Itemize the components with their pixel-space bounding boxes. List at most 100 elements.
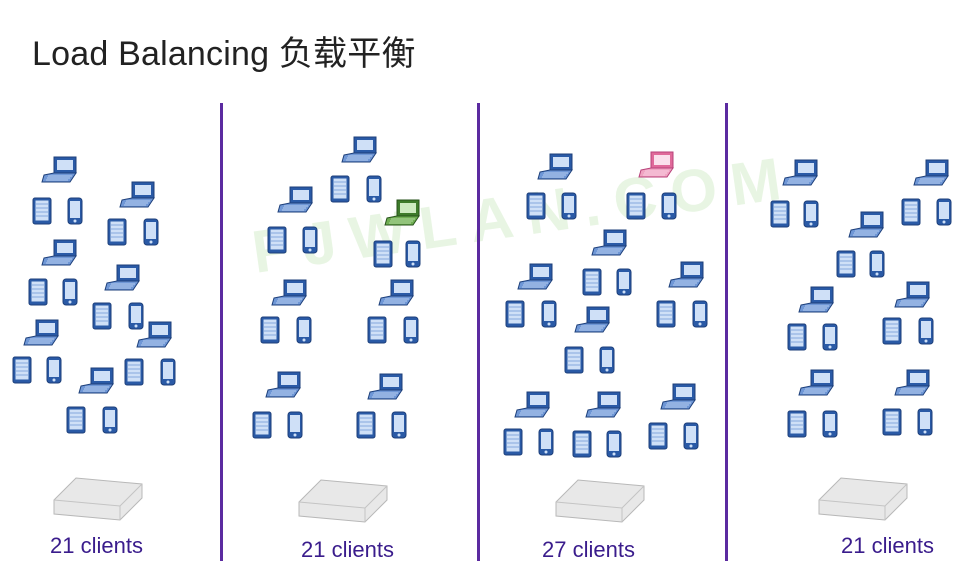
client-count-label: 21 clients xyxy=(301,537,394,562)
tablet-icon xyxy=(526,192,546,225)
phone-icon xyxy=(405,240,421,273)
laptop-icon xyxy=(912,158,954,193)
tablet-icon xyxy=(882,317,902,350)
tablet-icon xyxy=(503,428,523,461)
panel-2: 21 clients xyxy=(223,100,477,585)
laptop-icon xyxy=(40,238,82,273)
panel-1: 21 clients xyxy=(0,100,220,585)
phone-icon xyxy=(936,198,952,231)
phone-icon xyxy=(143,218,159,251)
tablet-icon xyxy=(124,358,144,391)
phone-icon xyxy=(391,411,407,444)
laptop-icon xyxy=(22,318,64,353)
phone-icon xyxy=(296,316,312,349)
laptop-icon xyxy=(377,278,419,313)
access-point-icon xyxy=(550,472,650,532)
tablet-icon xyxy=(836,250,856,283)
phone-icon xyxy=(287,411,303,444)
tablet-icon xyxy=(787,323,807,356)
phone-icon xyxy=(541,300,557,333)
phone-icon xyxy=(606,430,622,463)
tablet-icon xyxy=(267,226,287,259)
phone-icon xyxy=(538,428,554,461)
laptop-icon xyxy=(797,368,839,403)
phone-icon xyxy=(616,268,632,301)
phone-icon xyxy=(803,200,819,233)
phone-icon xyxy=(661,192,677,225)
laptop-icon xyxy=(270,278,312,313)
laptop-icon xyxy=(118,180,160,215)
laptop-icon xyxy=(276,185,318,220)
tablet-icon xyxy=(367,316,387,349)
tablet-icon xyxy=(882,408,902,441)
phone-icon xyxy=(128,302,144,335)
panel-4: 21 clients xyxy=(728,100,980,585)
laptop-icon xyxy=(667,260,709,295)
phone-icon xyxy=(67,197,83,230)
tablet-icon xyxy=(92,302,112,335)
phone-icon xyxy=(46,356,62,389)
access-point-icon xyxy=(48,470,148,530)
divider-1 xyxy=(220,103,223,561)
tablet-icon xyxy=(656,300,676,333)
phone-icon xyxy=(366,175,382,208)
phone-icon xyxy=(683,422,699,455)
laptop-icon xyxy=(383,198,425,233)
panel-3: 27 clients xyxy=(480,100,725,585)
tablet-icon xyxy=(330,175,350,208)
tablet-icon xyxy=(373,240,393,273)
laptop-icon xyxy=(516,262,558,297)
phone-icon xyxy=(822,323,838,356)
tablet-icon xyxy=(770,200,790,233)
phone-icon xyxy=(869,250,885,283)
access-point-icon xyxy=(813,470,913,530)
phone-icon xyxy=(822,410,838,443)
laptop-icon xyxy=(135,320,177,355)
divider-3 xyxy=(725,103,728,561)
laptop-icon xyxy=(366,372,408,407)
phone-icon xyxy=(62,278,78,311)
laptop-icon xyxy=(781,158,823,193)
client-count-label: 21 clients xyxy=(841,533,934,558)
tablet-icon xyxy=(12,356,32,389)
phone-icon xyxy=(302,226,318,259)
tablet-icon xyxy=(505,300,525,333)
tablet-icon xyxy=(901,198,921,231)
laptop-icon xyxy=(264,370,306,405)
tablet-icon xyxy=(107,218,127,251)
tablet-icon xyxy=(572,430,592,463)
tablet-icon xyxy=(787,410,807,443)
laptop-icon xyxy=(573,305,615,340)
divider-2 xyxy=(477,103,480,561)
phone-icon xyxy=(918,317,934,350)
laptop-icon xyxy=(340,135,382,170)
tablet-icon xyxy=(564,346,584,379)
tablet-icon xyxy=(648,422,668,455)
laptop-icon xyxy=(584,390,626,425)
laptop-icon xyxy=(847,210,889,245)
laptop-icon xyxy=(590,228,632,263)
tablet-icon xyxy=(356,411,376,444)
laptop-icon xyxy=(797,285,839,320)
phone-icon xyxy=(561,192,577,225)
page-title: Load Balancing 负载平衡 xyxy=(32,35,416,73)
tablet-icon xyxy=(582,268,602,301)
tablet-icon xyxy=(252,411,272,444)
tablet-icon xyxy=(32,197,52,230)
phone-icon xyxy=(102,406,118,439)
tablet-icon xyxy=(626,192,646,225)
phone-icon xyxy=(599,346,615,379)
client-count-label: 27 clients xyxy=(542,537,635,562)
tablet-icon xyxy=(260,316,280,349)
laptop-icon xyxy=(40,155,82,190)
laptop-icon xyxy=(637,150,679,185)
client-count-label: 21 clients xyxy=(50,533,143,558)
laptop-icon xyxy=(893,280,935,315)
laptop-icon xyxy=(77,366,119,401)
laptop-icon xyxy=(659,382,701,417)
phone-icon xyxy=(160,358,176,391)
phone-icon xyxy=(692,300,708,333)
phone-icon xyxy=(917,408,933,441)
tablet-icon xyxy=(28,278,48,311)
laptop-icon xyxy=(513,390,555,425)
